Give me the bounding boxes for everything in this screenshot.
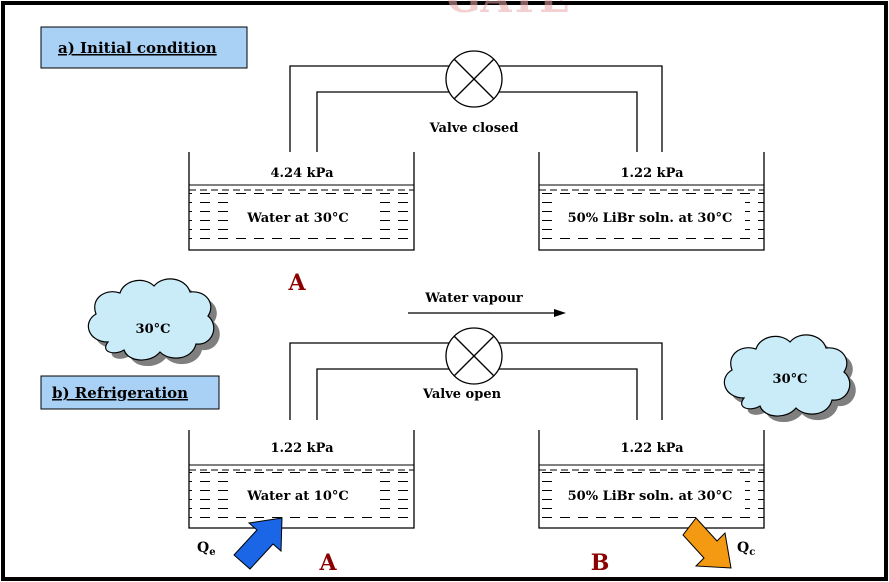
initial-right-pressure: 1.22 kPa [620,166,684,181]
refrigeration-right-pressure: 1.22 kPa [620,441,684,456]
refrigeration-label-box [40,375,220,410]
heat-in-arrow-icon [233,517,283,570]
refrigeration-left-letter: A [318,550,337,576]
refrigeration-right-letter: B [591,550,610,576]
refrigeration-valve-label: Valve open [422,387,502,402]
left-cloud-icon: 30°C [87,278,220,367]
water-vapour-label: Water vapour [424,291,523,306]
initial-condition-label-box [40,26,248,69]
heat-out-label: Qc [737,540,755,558]
initial-right-content: 50% LiBr soln. at 30°C [568,211,733,226]
initial-left-content: Water at 30°C [246,211,348,226]
initial-condition-section: a) Initial condition Valve closed 4.24 k… [40,26,765,296]
vapour-flow-arrow [408,309,566,317]
heat-out-subscript: c [749,547,755,558]
refrigeration-right-content: 50% LiBr soln. at 30°C [568,489,733,504]
heat-in-subscript: e [209,547,215,558]
initial-left-tank: 4.24 kPa Water at 30°C [188,152,415,251]
watermark: GATE [446,0,569,22]
refrigeration-left-content: Water at 10°C [246,489,348,504]
initial-right-tank: 1.22 kPa 50% LiBr soln. at 30°C [538,152,765,251]
heat-out-symbol: Q [737,540,749,556]
initial-condition-label: a) Initial condition [58,39,217,57]
refrigeration-section: 30°C 30°C Water vapour b) Refrigeration … [40,278,856,576]
heat-in-label: Qe [197,540,216,558]
heat-out-arrow-icon [682,517,732,569]
refrigeration-valve-icon [445,327,503,385]
initial-left-pressure: 4.24 kPa [270,166,334,181]
initial-left-letter: A [287,270,306,296]
refrigeration-left-tank: 1.22 kPa Water at 10°C [188,430,415,529]
right-cloud-icon: 30°C [723,334,856,423]
initial-valve-icon [445,50,503,108]
refrigeration-left-pressure: 1.22 kPa [270,441,334,456]
left-cloud-temp: 30°C [136,322,171,337]
refrigeration-label: b) Refrigeration [52,384,188,402]
right-cloud-temp: 30°C [773,372,808,387]
initial-valve-label: Valve closed [429,121,519,136]
refrigeration-right-tank: 1.22 kPa 50% LiBr soln. at 30°C [538,430,765,529]
heat-in-symbol: Q [197,540,209,556]
